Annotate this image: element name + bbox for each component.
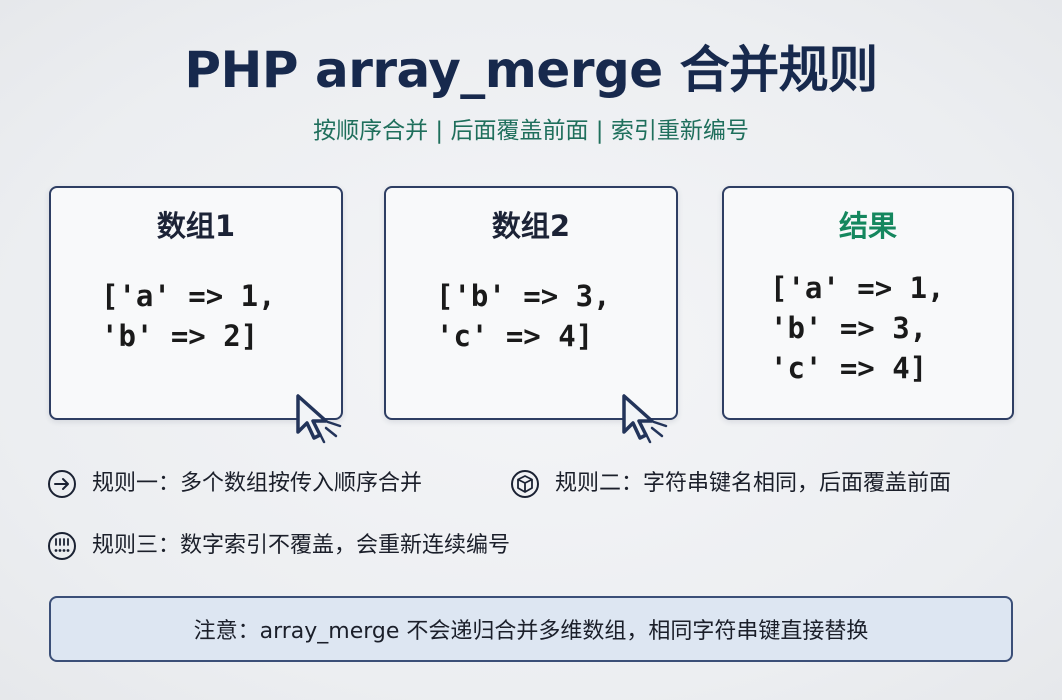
arrow-right-circle-icon: [48, 470, 76, 498]
note-text: 注意：array_merge 不会递归合并多维数组，相同字符串键直接替换: [193, 619, 869, 644]
rule-two: 规则二：字符串键名相同，后面覆盖前面: [510, 469, 951, 499]
rule-one-text: 规则一：多个数组按传入顺序合并: [92, 471, 423, 496]
array1-card: 数组1 ['a' => 1, 'b' => 2]: [49, 186, 343, 420]
array1-code: ['a' => 1, 'b' => 2]: [101, 279, 276, 353]
array1-title: 数组1: [156, 209, 236, 243]
rule-three: 规则三：数字索引不覆盖，会重新连续编号: [47, 531, 510, 561]
rule-one: 规则一：多个数组按传入顺序合并: [47, 469, 422, 499]
page-subtitle: 按顺序合并 | 后面覆盖前面 | 索引重新编号: [313, 118, 749, 144]
array2-card: 数组2 ['b' => 3, 'c' => 4]: [384, 186, 678, 420]
result-card: 结果 ['a' => 1, 'b' => 3, 'c' => 4]: [722, 186, 1014, 420]
rule-three-text: 规则三：数字索引不覆盖，会重新连续编号: [92, 533, 511, 558]
array2-title: 数组2: [491, 209, 571, 243]
result-title: 结果: [838, 209, 897, 243]
result-code: ['a' => 1, 'b' => 3, 'c' => 4]: [770, 271, 945, 385]
mouse-cursor-icon: [622, 394, 668, 444]
array2-code: ['b' => 3, 'c' => 4]: [436, 279, 611, 353]
rule-two-text: 规则二：字符串键名相同，后面覆盖前面: [555, 471, 952, 496]
cube-icon: [511, 470, 539, 498]
page-title: PHP array_merge 合并规则: [184, 41, 878, 99]
numeric-index-icon: [48, 532, 76, 560]
note-box: 注意：array_merge 不会递归合并多维数组，相同字符串键直接替换: [49, 596, 1013, 662]
mouse-cursor-icon: [296, 394, 342, 444]
